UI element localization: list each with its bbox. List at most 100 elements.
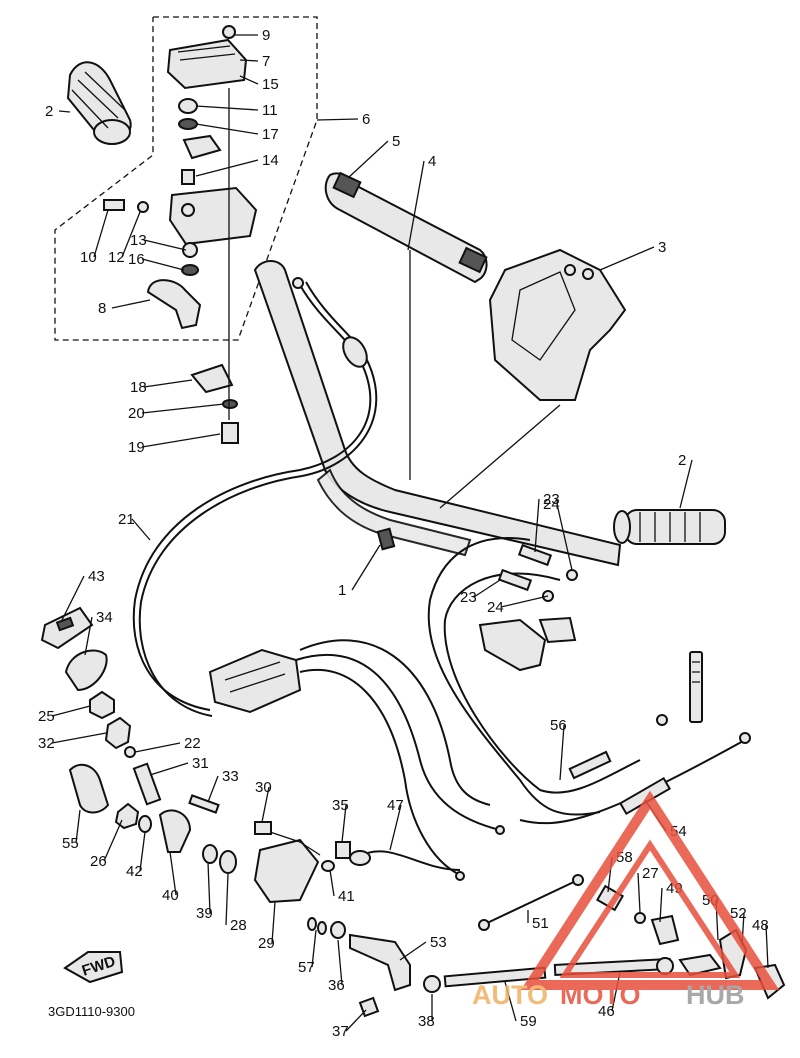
leader-line-6 bbox=[316, 118, 359, 121]
watermark-text-auto: AUTO bbox=[472, 980, 548, 1010]
leader-line-11 bbox=[195, 105, 259, 111]
automotohub-watermark: AUTO MOTO HUB bbox=[472, 790, 780, 1010]
leader-line-46 bbox=[611, 971, 621, 1012]
callout-39: 39 bbox=[196, 905, 213, 922]
callout-29: 29 bbox=[258, 935, 275, 952]
cable-tie-56 bbox=[689, 651, 703, 723]
leader-line-24 bbox=[556, 503, 573, 571]
callout-41: 41 bbox=[338, 888, 355, 905]
callout-18: 18 bbox=[130, 379, 147, 396]
callout-2: 2 bbox=[678, 452, 686, 469]
leader-line-3 bbox=[599, 246, 655, 271]
forward-arrow: FWD bbox=[63, 951, 124, 984]
callout-13: 13 bbox=[130, 232, 147, 249]
leader-line-2 bbox=[58, 110, 71, 113]
leader-line-16 bbox=[141, 258, 185, 271]
leader-line-15 bbox=[239, 75, 259, 85]
leader-line-8 bbox=[111, 299, 151, 309]
leader-line-5 bbox=[347, 140, 389, 179]
leader-line-48 bbox=[765, 924, 769, 969]
callout-15: 15 bbox=[262, 76, 279, 93]
callout-28: 28 bbox=[230, 917, 247, 934]
callout-38: 38 bbox=[418, 1013, 435, 1030]
leader-line-37 bbox=[345, 1009, 367, 1032]
callout-52: 52 bbox=[730, 905, 747, 922]
callout-3: 3 bbox=[658, 239, 666, 256]
callout-33: 33 bbox=[222, 768, 239, 785]
callout-12: 12 bbox=[108, 249, 125, 266]
callout-1: 1 bbox=[338, 582, 346, 599]
leader-line-27 bbox=[637, 872, 641, 913]
throttle-housing-and-sleeve bbox=[324, 171, 627, 509]
callout-35: 35 bbox=[332, 797, 349, 814]
leader-line-49 bbox=[659, 887, 663, 923]
callout-40: 40 bbox=[162, 887, 179, 904]
leader-line-13 bbox=[143, 239, 187, 251]
callout-23: 23 bbox=[543, 491, 560, 508]
lever-holder-25 bbox=[478, 616, 577, 672]
switch-housing-parts bbox=[103, 25, 258, 444]
callout-24: 24 bbox=[487, 599, 504, 616]
callout-20: 20 bbox=[128, 405, 145, 422]
handlebar bbox=[253, 260, 622, 567]
callout-25: 25 bbox=[38, 708, 55, 725]
leader-line-7 bbox=[239, 59, 259, 62]
leader-line-32 bbox=[51, 732, 107, 744]
leader-line-55 bbox=[75, 809, 81, 844]
callout-53: 53 bbox=[430, 934, 447, 951]
leader-line-40 bbox=[169, 851, 177, 896]
callout-51: 51 bbox=[532, 915, 549, 932]
callout-22: 22 bbox=[184, 735, 201, 752]
leader-line-35 bbox=[341, 804, 347, 843]
leader-line-21 bbox=[131, 518, 151, 541]
leader-line-17 bbox=[195, 123, 259, 135]
callout-32: 32 bbox=[38, 735, 55, 752]
leader-line-59 bbox=[504, 981, 517, 1022]
leader-line-33 bbox=[207, 775, 219, 803]
leader-line-2 bbox=[679, 459, 693, 509]
callout-2: 2 bbox=[45, 103, 53, 120]
callout-10: 10 bbox=[80, 249, 97, 266]
callout-21: 21 bbox=[118, 511, 135, 528]
leader-lines bbox=[51, 34, 769, 1032]
callout-48: 48 bbox=[752, 917, 769, 934]
leader-line-4 bbox=[407, 160, 425, 251]
leader-line-26 bbox=[103, 819, 123, 862]
watermark-text-moto: MOTO bbox=[560, 980, 641, 1010]
leader-line-39 bbox=[207, 861, 211, 914]
callout-46: 46 bbox=[598, 1003, 615, 1020]
leader-line-19 bbox=[141, 433, 221, 448]
leader-line-12 bbox=[121, 211, 141, 258]
callout-57: 57 bbox=[298, 959, 315, 976]
callout-55: 55 bbox=[62, 835, 79, 852]
callout-11: 11 bbox=[262, 102, 278, 119]
leader-line-22 bbox=[134, 742, 181, 753]
callout-34: 34 bbox=[96, 609, 113, 626]
callout-36: 36 bbox=[328, 977, 345, 994]
callout-7: 7 bbox=[262, 53, 270, 70]
leader-line-41 bbox=[329, 869, 335, 897]
leader-line-28 bbox=[225, 873, 229, 926]
callout-19: 19 bbox=[128, 439, 145, 456]
left-grip bbox=[66, 61, 132, 145]
callout-16: 16 bbox=[128, 251, 145, 268]
callout-37: 37 bbox=[332, 1023, 349, 1040]
leader-line-14 bbox=[195, 159, 259, 177]
callout-42: 42 bbox=[126, 863, 143, 880]
callout-8: 8 bbox=[98, 300, 106, 317]
wiring-harness bbox=[208, 639, 505, 881]
callout-6: 6 bbox=[362, 111, 370, 128]
leader-line-20 bbox=[141, 403, 225, 414]
callout-26: 26 bbox=[90, 853, 107, 870]
callout-14: 14 bbox=[262, 152, 279, 169]
leader-line-57 bbox=[311, 929, 317, 968]
callout-4: 4 bbox=[428, 153, 436, 170]
drawing-code: 3GD1110-9300 bbox=[48, 1004, 135, 1019]
leader-line-53 bbox=[399, 941, 427, 961]
callout-43: 43 bbox=[88, 568, 105, 585]
callout-23: 23 bbox=[460, 589, 477, 606]
leader-line-47 bbox=[389, 804, 402, 851]
control-cables bbox=[427, 537, 751, 825]
leader-line-56 bbox=[559, 724, 565, 781]
